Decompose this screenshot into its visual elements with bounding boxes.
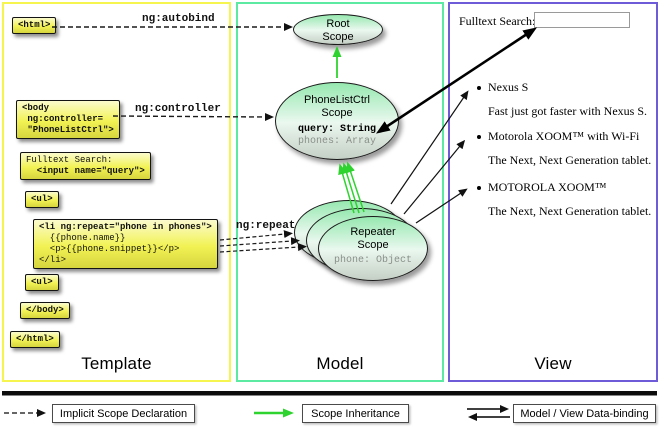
fulltext-search-box: Fulltext Search: <input name="query"> [20, 152, 151, 180]
legend-separator-line [2, 391, 657, 396]
template-column-title: Template [81, 354, 152, 373]
phone-name: Motorola XOOM™ with Wi-Fi [488, 129, 640, 143]
bullet-icon [477, 186, 481, 190]
bullet-icon [477, 135, 481, 139]
phonelistctrl-query-prop: query: String [297, 124, 376, 135]
legend-implicit-scope-declaration: Implicit Scope Declaration [52, 404, 195, 423]
phone-name: MOTOROLA XOOM™ [488, 180, 607, 194]
root-scope-name-line1: Root [326, 18, 350, 30]
li-repeat-line3: <p>{{phone.snippet}}</p> [39, 244, 180, 254]
phone-snippet: The Next, Next Generation tablet. [488, 153, 652, 167]
li-repeat-box: <li ng:repeat="phone in phones"> {{phone… [33, 219, 218, 269]
phonelistctrl-scope-ellipse: PhoneListCtrl Scope query: String phones… [275, 82, 399, 160]
legend-model-view-data-binding: Model / View Data-binding [513, 404, 656, 423]
li-repeat-line2: {{phone.name}} [39, 233, 126, 243]
ul-open-box: <ul> [25, 191, 59, 208]
fulltext-search-box-input-code: <input name="query"> [26, 166, 145, 176]
phonelistctrl-scope-name-line1: PhoneListCtrl [303, 94, 371, 106]
model-column-title: Model [316, 354, 364, 373]
phonelistctrl-scope-name-line2: Scope [321, 107, 353, 119]
html-open-box: <html> [12, 17, 57, 34]
li-repeat-line1: <li ng:repeat="phone in phones"> [39, 222, 212, 232]
ng-repeat-label: ng:repeat [236, 220, 296, 232]
repeater-phone-prop: phone: Object [333, 255, 412, 266]
repeater-scope-name-line1: Repeater [350, 226, 396, 238]
ng-controller-label: ng:controller [135, 103, 221, 115]
fulltext-search-label: Fulltext Search: [459, 14, 536, 28]
phone-snippet: The Next, Next Generation tablet. [488, 204, 652, 218]
phone-snippet: Fast just got faster with Nexus S. [488, 104, 647, 118]
bullet-icon [477, 86, 481, 90]
html-close-box: </html> [10, 331, 60, 348]
ng-autobind-label: ng:autobind [142, 13, 215, 25]
repeater-scope-name-line2: Scope [357, 239, 389, 251]
model-column: Model [236, 2, 444, 382]
fulltext-search-input[interactable] [534, 12, 630, 28]
root-scope-ellipse: Root Scope [293, 14, 383, 45]
phone-name: Nexus S [488, 80, 529, 94]
root-scope-name-line2: Scope [322, 31, 354, 43]
legend-scope-inheritance: Scope Inheritance [302, 404, 409, 423]
view-column-title: View [534, 354, 572, 373]
body-close-box: </body> [20, 302, 70, 319]
repeater-scope-ellipse: Repeater Scope phone: Object [318, 216, 428, 281]
ul-close-box: <ul> [25, 274, 59, 291]
body-open-box: <body ng:controller= "PhoneListCtrl"> [16, 100, 120, 139]
phonelistctrl-phones-prop: phones: Array [297, 136, 376, 147]
li-repeat-line4: </li> [39, 255, 67, 265]
fulltext-search-box-label: Fulltext Search: [26, 155, 113, 165]
